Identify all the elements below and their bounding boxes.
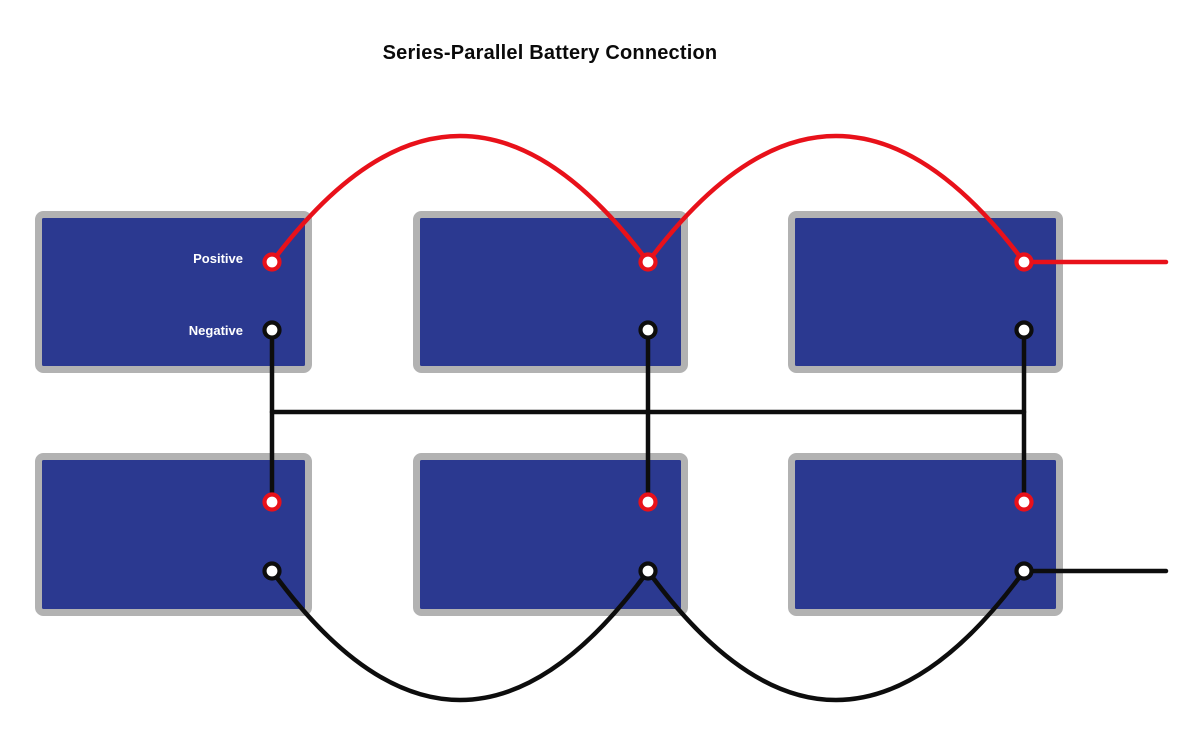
battery-6-positive-terminal [1014,492,1034,512]
battery-4 [35,453,312,616]
battery-6-negative-terminal [1014,561,1034,581]
battery-3-negative-terminal [1014,320,1034,340]
battery-1 [35,211,312,373]
battery-2 [413,211,688,373]
wire-positive-arc-battery2-battery3 [645,133,1027,265]
negative-terminal-label: Negative [189,323,243,338]
battery-5 [413,453,688,616]
battery-4-positive-terminal [262,492,282,512]
wire-positive-arc-battery1-battery2 [269,133,651,265]
wire-negative-arc-battery5-battery6 [645,568,1027,703]
battery-5-negative-terminal [638,561,658,581]
battery-2-positive-terminal [638,252,658,272]
battery-6 [788,453,1063,616]
battery-2-negative-terminal [638,320,658,340]
battery-4-negative-terminal [262,561,282,581]
wire-negative-arc-battery4-battery5 [269,568,651,703]
battery-1-positive-terminal [262,252,282,272]
battery-3-positive-terminal [1014,252,1034,272]
battery-1-negative-terminal [262,320,282,340]
battery-3 [788,211,1063,373]
diagram-title: Series-Parallel Battery Connection [382,42,718,64]
positive-terminal-label: Positive [193,251,243,266]
battery-5-positive-terminal [638,492,658,512]
